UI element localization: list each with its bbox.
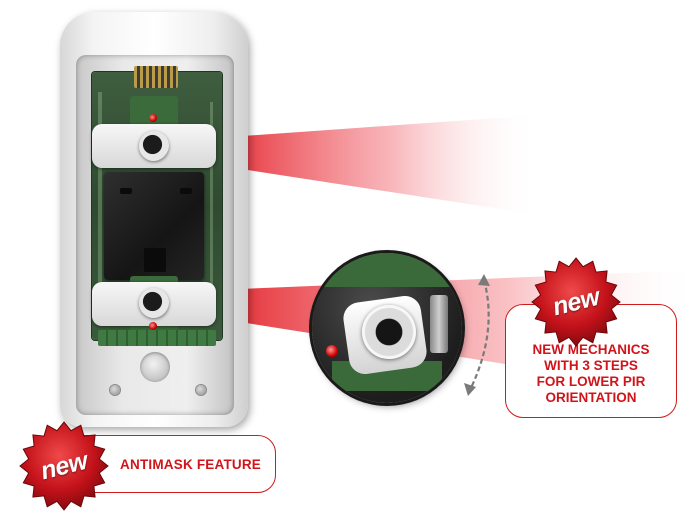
lower-pir-lens — [139, 288, 169, 318]
terminal-block — [98, 330, 216, 346]
double-arrow-curved-icon — [464, 274, 490, 396]
mechanics-line-2: WITH 3 STEPS — [544, 358, 638, 373]
screw-icon — [196, 385, 206, 395]
new-badge-right: new — [528, 254, 624, 350]
mechanics-line-4: ORIENTATION — [545, 390, 637, 405]
antimask-block — [104, 172, 204, 280]
mechanics-callout: NEW MECHANICS WITH 3 STEPS FOR LOWER PIR… — [505, 304, 677, 418]
starburst-badge-icon — [19, 421, 109, 511]
mechanics-line-1: NEW MECHANICS — [532, 342, 650, 357]
screw-icon — [110, 385, 120, 395]
upper-led-indicator — [149, 114, 157, 122]
zoomed-pir-lens — [362, 305, 416, 359]
zoomed-led-indicator — [326, 345, 338, 357]
upper-pir-lens — [139, 131, 169, 161]
new-badge-left: new — [16, 418, 112, 514]
pin-header-connector — [134, 66, 178, 88]
starburst-badge-icon — [531, 257, 621, 347]
antimask-label: ANTIMASK FEATURE — [120, 456, 261, 472]
cable-entry-hole — [140, 352, 170, 382]
lower-led-indicator — [149, 322, 157, 330]
mechanics-line-3: FOR LOWER PIR — [536, 374, 646, 389]
lens-zoom-detail — [312, 253, 462, 403]
